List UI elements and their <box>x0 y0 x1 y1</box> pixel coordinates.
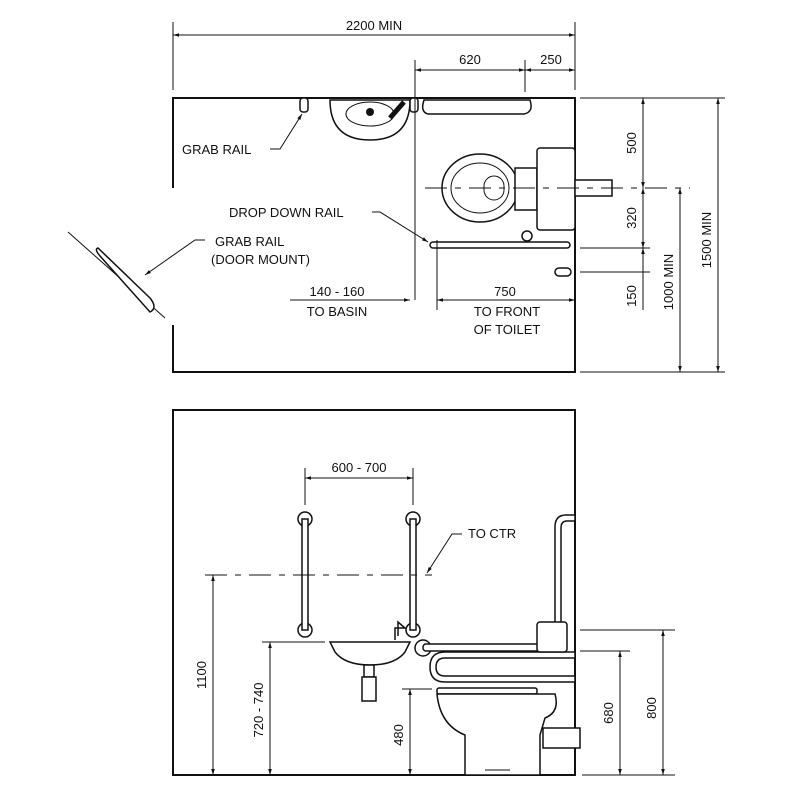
dim-600-700: 600 - 700 <box>332 460 387 475</box>
toilet-elevation <box>436 621 581 776</box>
horizontal-grab-rail <box>422 643 542 652</box>
basin-elevation <box>328 620 412 702</box>
dim-140-160: 140 - 160 <box>310 284 365 299</box>
dim-1000-min: 1000 MIN <box>661 254 676 310</box>
dim-800: 800 <box>644 697 659 719</box>
label-to-ctr: TO CTR <box>468 526 516 541</box>
dim-250: 250 <box>540 52 562 67</box>
dim-2200: 2200 MIN <box>346 18 402 33</box>
basin-plan <box>329 99 411 141</box>
dim-500: 500 <box>624 132 639 154</box>
door-grab-rail <box>95 247 155 313</box>
dim-680: 680 <box>601 702 616 724</box>
toilet-plan <box>441 147 613 242</box>
dim-150: 150 <box>624 285 639 307</box>
wall-grab-rail-plan <box>421 99 532 115</box>
to-basin-note: TO BASIN <box>307 304 367 319</box>
dim-720-740: 720 - 740 <box>251 683 266 738</box>
dim-480: 480 <box>391 724 406 746</box>
drop-down-rail-elevation <box>429 651 576 683</box>
to-front-note: TO FRONT <box>474 304 540 319</box>
drop-down-rail-plan <box>429 241 571 249</box>
plan-view: 2200 MIN 620 250 500 320 150 1000 MIN 15… <box>67 18 725 373</box>
dim-320: 320 <box>624 207 639 229</box>
dim-1100: 1100 <box>194 661 209 689</box>
label-door-grab-rail: GRAB RAIL <box>215 234 284 249</box>
label-door-mount: (DOOR MOUNT) <box>211 252 310 267</box>
label-drop-down-rail: DROP DOWN RAIL <box>229 205 344 220</box>
of-toilet-note: OF TOILET <box>474 322 541 337</box>
dim-750: 750 <box>494 284 516 299</box>
elevation-view: 600 - 700 TO CTR 1100 720 - 740 480 680 … <box>172 409 675 776</box>
wall-vertical-rail <box>554 514 576 626</box>
label-grab-rail: GRAB RAIL <box>182 142 251 157</box>
dim-620: 620 <box>459 52 481 67</box>
grab-rail-plan <box>299 97 309 113</box>
plan-walls <box>172 97 576 373</box>
dim-1500-min: 1500 MIN <box>699 212 714 268</box>
elevation-walls <box>172 409 576 776</box>
